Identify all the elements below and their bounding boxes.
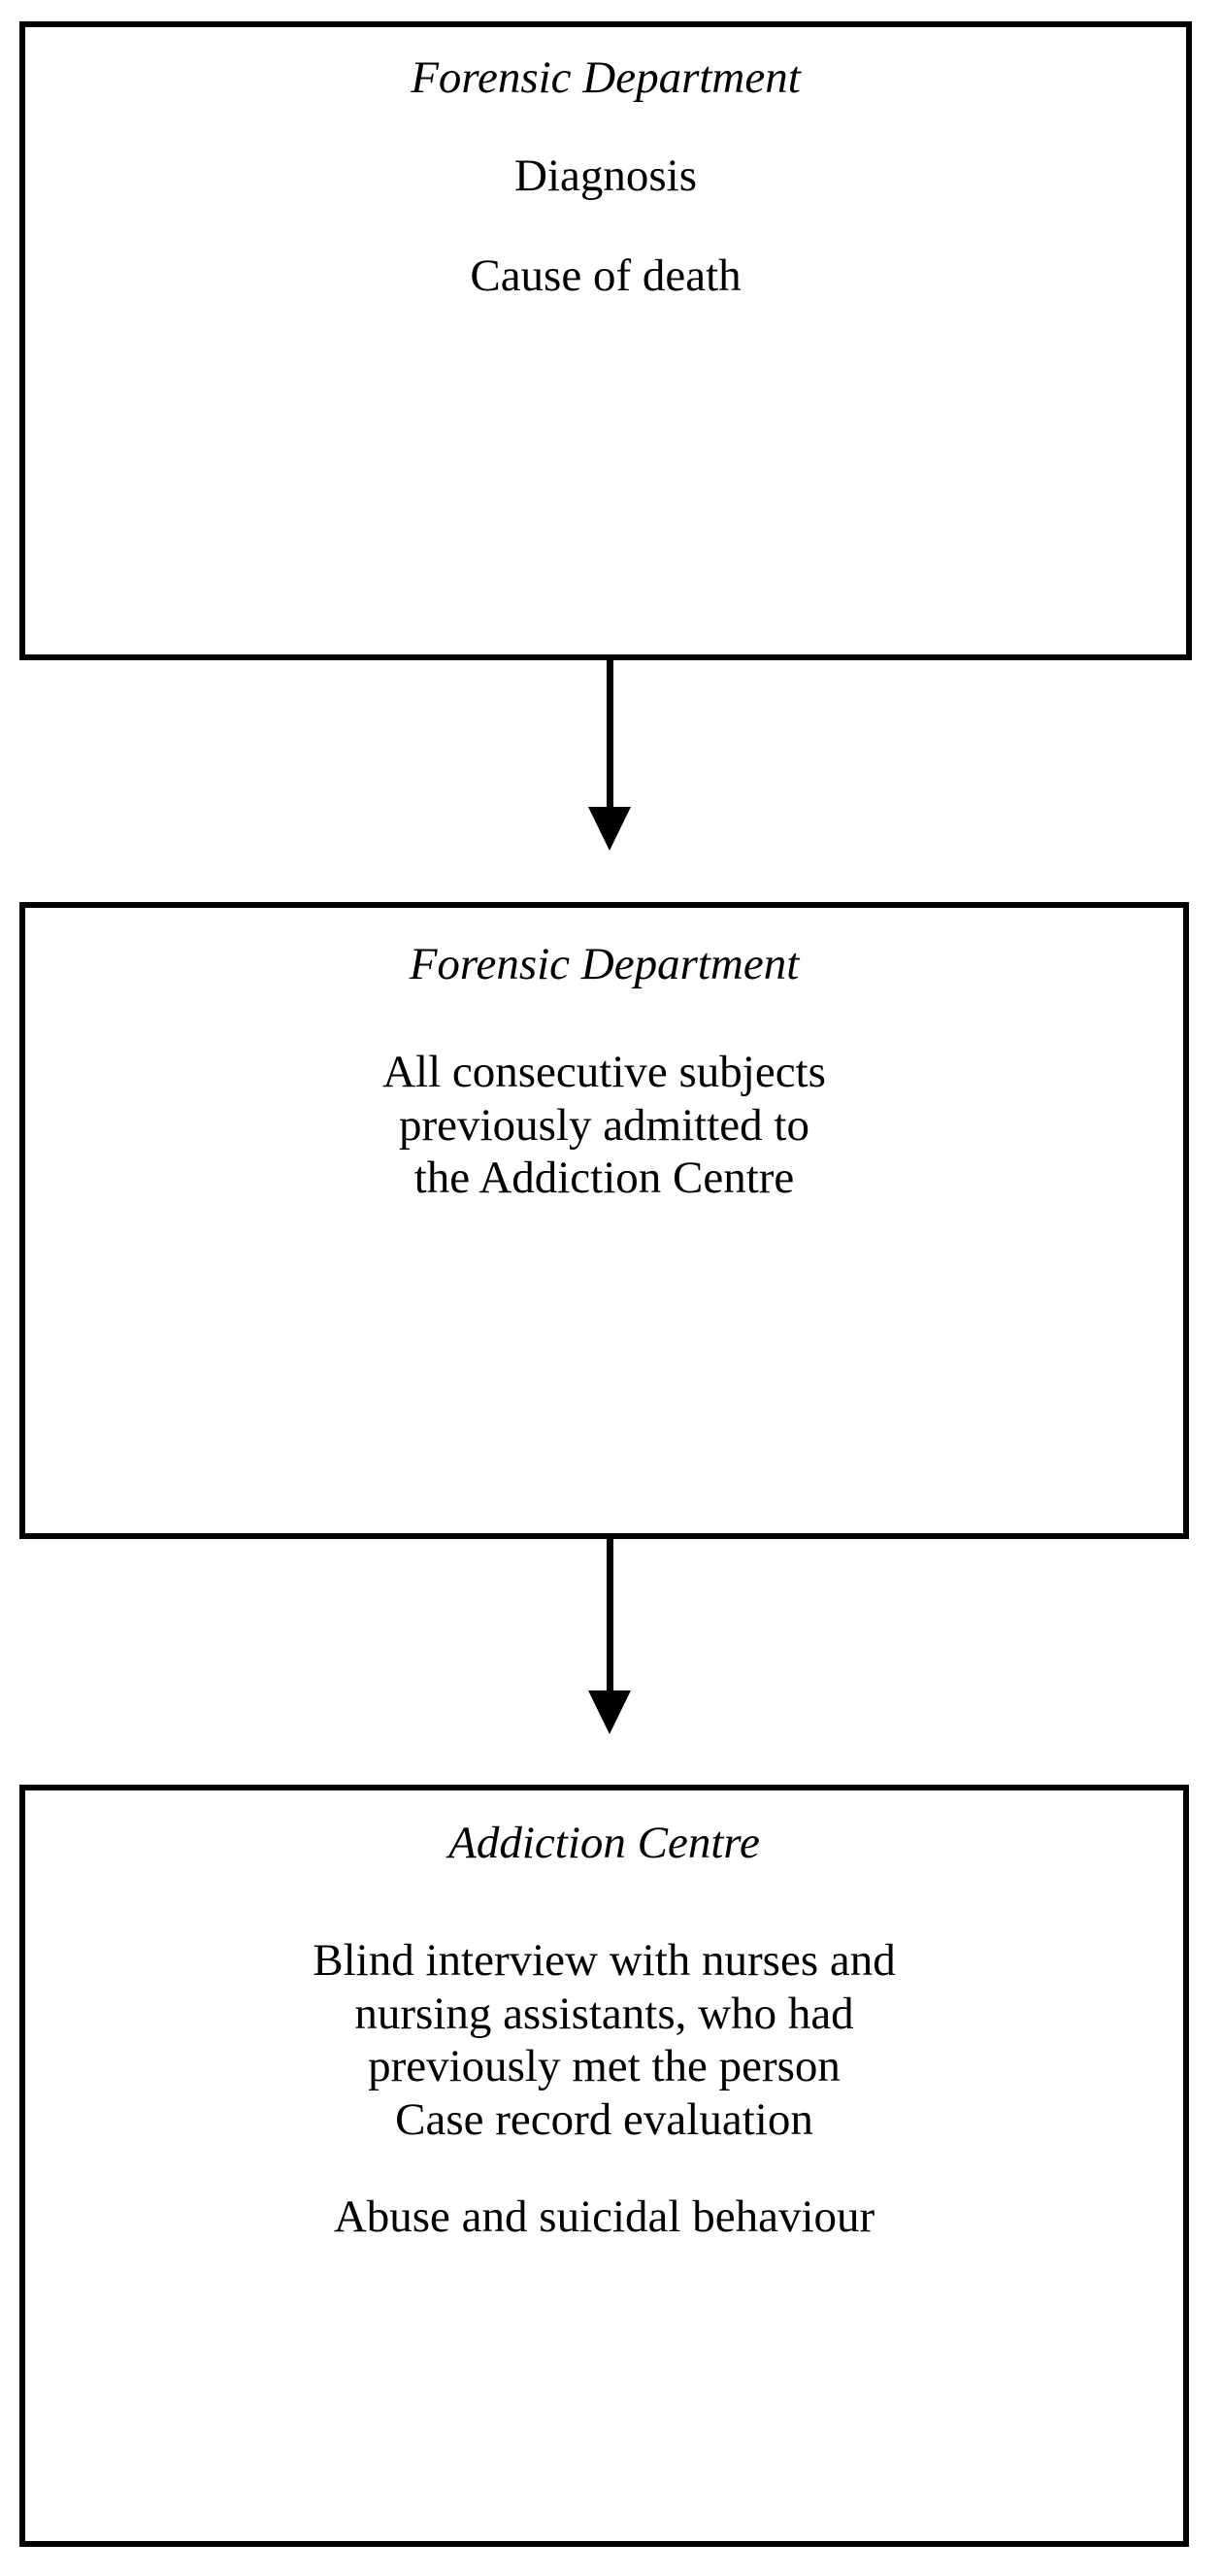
arrow-shaft <box>607 1538 613 1693</box>
node-line-abuse-and-suicidal-behaviour: Abuse and suicidal behaviour <box>333 2191 875 2242</box>
node-line-diagnosis: Diagnosis <box>514 151 697 201</box>
node-paragraph-line: Case record evaluation <box>395 2093 813 2145</box>
node-paragraph-line: nursing assistants, who had <box>354 1988 854 2039</box>
connector-arrow-down-2 <box>579 1538 638 1734</box>
flowchart-node-forensic-department-diagnosis: Forensic Department Diagnosis Cause of d… <box>19 21 1192 660</box>
node-paragraph-methods: Blind interview with nurses and nursing … <box>25 1934 1183 2146</box>
arrow-shaft <box>607 658 613 811</box>
node-paragraph-line: the Addiction Centre <box>413 1153 795 1204</box>
arrow-head-icon <box>588 1690 631 1734</box>
arrow-head-icon <box>588 807 631 851</box>
node-paragraph-line: Blind interview with nurses and <box>313 1935 896 1986</box>
node-paragraph-line: All consecutive subjects <box>382 1047 826 1097</box>
node-line-cause-of-death: Cause of death <box>470 251 742 301</box>
node-heading-forensic-department: Forensic Department <box>411 52 801 103</box>
node-heading-addiction-centre: Addiction Centre <box>448 1818 760 1868</box>
node-paragraph-line: previously met the person <box>368 2041 841 2092</box>
connector-arrow-down-1 <box>579 658 638 851</box>
node-paragraph-line: previously admitted to <box>399 1099 809 1151</box>
node-paragraph-subjects: All consecutive subjects previously admi… <box>25 1046 1183 1205</box>
node-heading-forensic-department: Forensic Department <box>409 939 800 989</box>
flowchart-node-forensic-department-subjects: Forensic Department All consecutive subj… <box>19 902 1189 1539</box>
flowchart-node-addiction-centre: Addiction Centre Blind interview with nu… <box>19 1785 1189 2547</box>
